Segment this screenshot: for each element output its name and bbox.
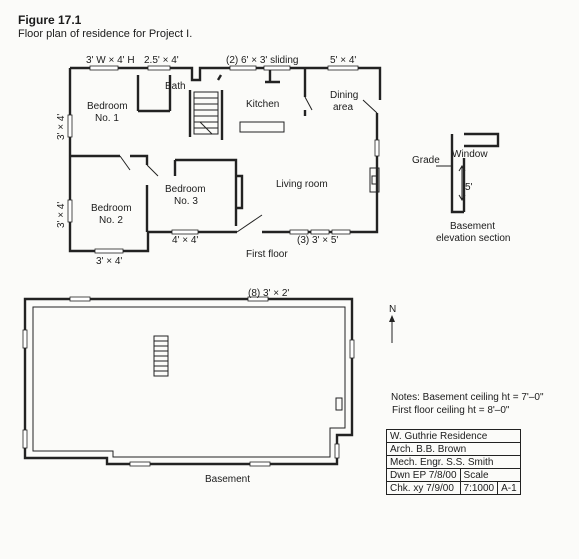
dimension-label: 5' <box>465 182 473 193</box>
room-label-living: Living room <box>276 179 328 190</box>
first-floor-windows <box>67 65 380 254</box>
title-block-architect: Arch. B.B. Brown <box>386 442 521 456</box>
figure-title: Figure 17.1 <box>18 13 82 27</box>
room-label-bedroom1-1: Bedroom <box>87 101 128 112</box>
label-window-top-left: 3' W × 4' H <box>86 55 135 66</box>
kitchen-counter <box>239 121 285 133</box>
note-first-floor-ceiling: First floor ceiling ht = 8'–0" <box>392 405 510 416</box>
label-window-top-right: 5' × 4' <box>330 55 356 66</box>
basement-exterior-wall <box>23 297 354 466</box>
first-floor-heading: First floor <box>246 249 288 260</box>
notes: Notes: Basement ceiling ht = 7'–0" First… <box>391 391 544 417</box>
label-window-bottom-left: 3' × 4' <box>96 256 122 267</box>
label-window-left-upper: 3' × 4' <box>56 114 67 140</box>
first-floor-plan: 3' W × 4' H 2.5' × 4' (2) 6' × 3' slidin… <box>56 55 382 267</box>
room-label-bedroom3-1: Bedroom <box>165 184 206 195</box>
fireplace <box>369 167 380 193</box>
label-window-bottom-mid: 4' × 4' <box>172 235 198 246</box>
room-label-bedroom2-2: No. 2 <box>99 215 123 226</box>
label-window-top-sliding: (2) 6' × 3' sliding <box>226 55 298 66</box>
title-block-sheet: A-1 <box>497 481 521 495</box>
window-label: Window <box>452 149 488 160</box>
room-label-bedroom3-2: No. 3 <box>174 196 198 207</box>
room-label-bedroom1-2: No. 1 <box>95 113 119 124</box>
label-window-bottom-right: (3) 3' × 5' <box>297 235 338 246</box>
grade-label: Grade <box>412 155 440 166</box>
basement-elevation-section: Grade Window 5' Basement elevation secti… <box>412 132 511 244</box>
label-window-left-lower: 3' × 4' <box>56 202 67 228</box>
first-floor-interior-walls <box>70 68 307 232</box>
fireplace-hearth <box>371 175 378 185</box>
basement-windows <box>22 296 355 467</box>
first-floor-stairs <box>193 91 219 135</box>
title-block-project: W. Guthrie Residence <box>386 429 521 443</box>
label-window-top-bath: 2.5' × 4' <box>144 55 179 66</box>
room-label-dining-1: Dining <box>330 90 358 101</box>
north-label: N <box>389 304 396 315</box>
note-basement-ceiling: Notes: Basement ceiling ht = 7'–0" <box>391 392 544 403</box>
elevation-caption-2: elevation section <box>436 233 511 244</box>
title-block: W. Guthrie Residence Arch. B.B. Brown Me… <box>386 429 521 495</box>
room-label-dining-2: area <box>333 102 353 113</box>
basement-heading: Basement <box>205 474 250 485</box>
title-block-drawn: Dwn EP 7/8/00 <box>386 468 461 482</box>
basement-interior-wall <box>32 306 346 458</box>
title-block-scale: 7:1000 <box>459 481 499 495</box>
basement-stairs <box>153 335 169 377</box>
room-label-bath: Bath <box>165 81 186 92</box>
basement-window-label: (8) 3' × 2' <box>248 288 289 299</box>
title-block-engineer: Mech. Engr. S.S. Smith <box>386 455 521 469</box>
elevation-caption-1: Basement <box>450 221 495 232</box>
door-swings <box>119 96 378 233</box>
room-label-bedroom2-1: Bedroom <box>91 203 132 214</box>
north-arrow: N <box>389 304 396 343</box>
title-block-scale-label: Scale <box>459 468 521 482</box>
figure-caption: Floor plan of residence for Project I. <box>18 28 193 40</box>
basement-plan: (8) 3' × 2' Basement <box>22 288 355 485</box>
room-label-kitchen: Kitchen <box>246 99 279 110</box>
title-block-checked: Chk. xy 7/9/00 <box>386 481 461 495</box>
